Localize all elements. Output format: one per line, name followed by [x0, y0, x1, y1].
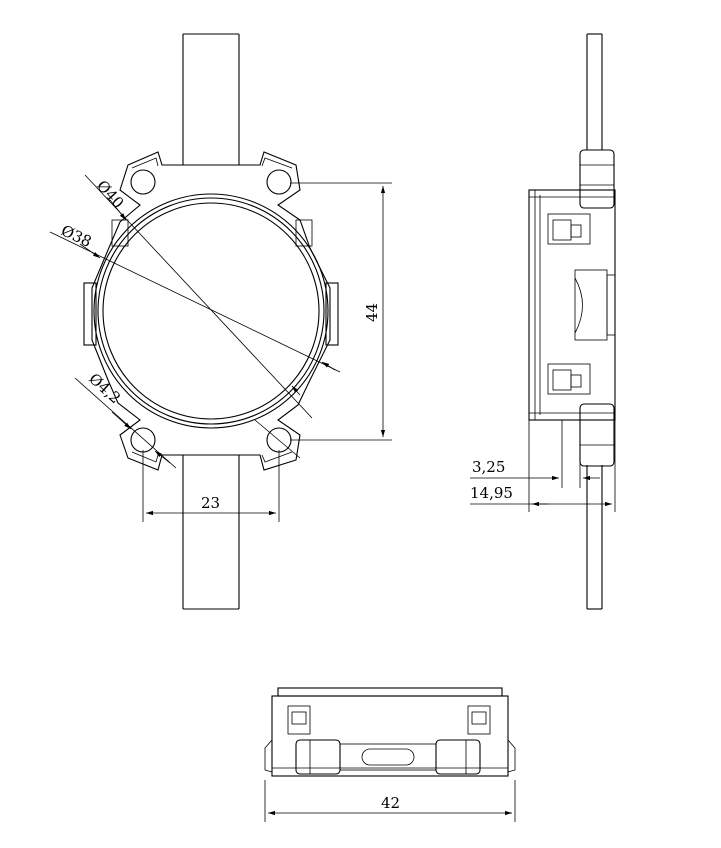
outer-ring: [93, 193, 329, 429]
side-tab-left: [83, 282, 97, 346]
label-dia-38: Ø38: [58, 221, 94, 251]
bottom-connector-right: [435, 739, 481, 775]
label-depth-14-95: 14,95: [470, 484, 513, 502]
front-view: Ø40 Ø38 Ø4,2 44 23: [49, 33, 392, 610]
bottom-connector-left: [295, 739, 341, 775]
label-height-44: 44: [363, 303, 381, 322]
bottom-body: [271, 695, 509, 777]
side-tab-right: [325, 282, 339, 346]
mounting-hole-tr: [266, 169, 292, 195]
side-body: [528, 189, 616, 421]
cable-top: [182, 33, 240, 165]
cable-slot: [361, 748, 415, 766]
lens-ring: [97, 197, 325, 425]
side-view: 3,25 14,95: [470, 33, 616, 610]
label-spacing-23: 23: [201, 494, 220, 512]
lens: [102, 202, 320, 420]
housing-outline: [91, 151, 331, 471]
bottom-view: 42: [264, 687, 516, 822]
cable-bottom: [182, 455, 240, 610]
bottom-top-rim: [277, 687, 503, 697]
label-depth-3-25: 3,25: [472, 458, 505, 476]
mounting-hole-tl: [130, 169, 156, 195]
label-width-42: 42: [381, 794, 400, 812]
side-connector-top: [579, 149, 615, 209]
